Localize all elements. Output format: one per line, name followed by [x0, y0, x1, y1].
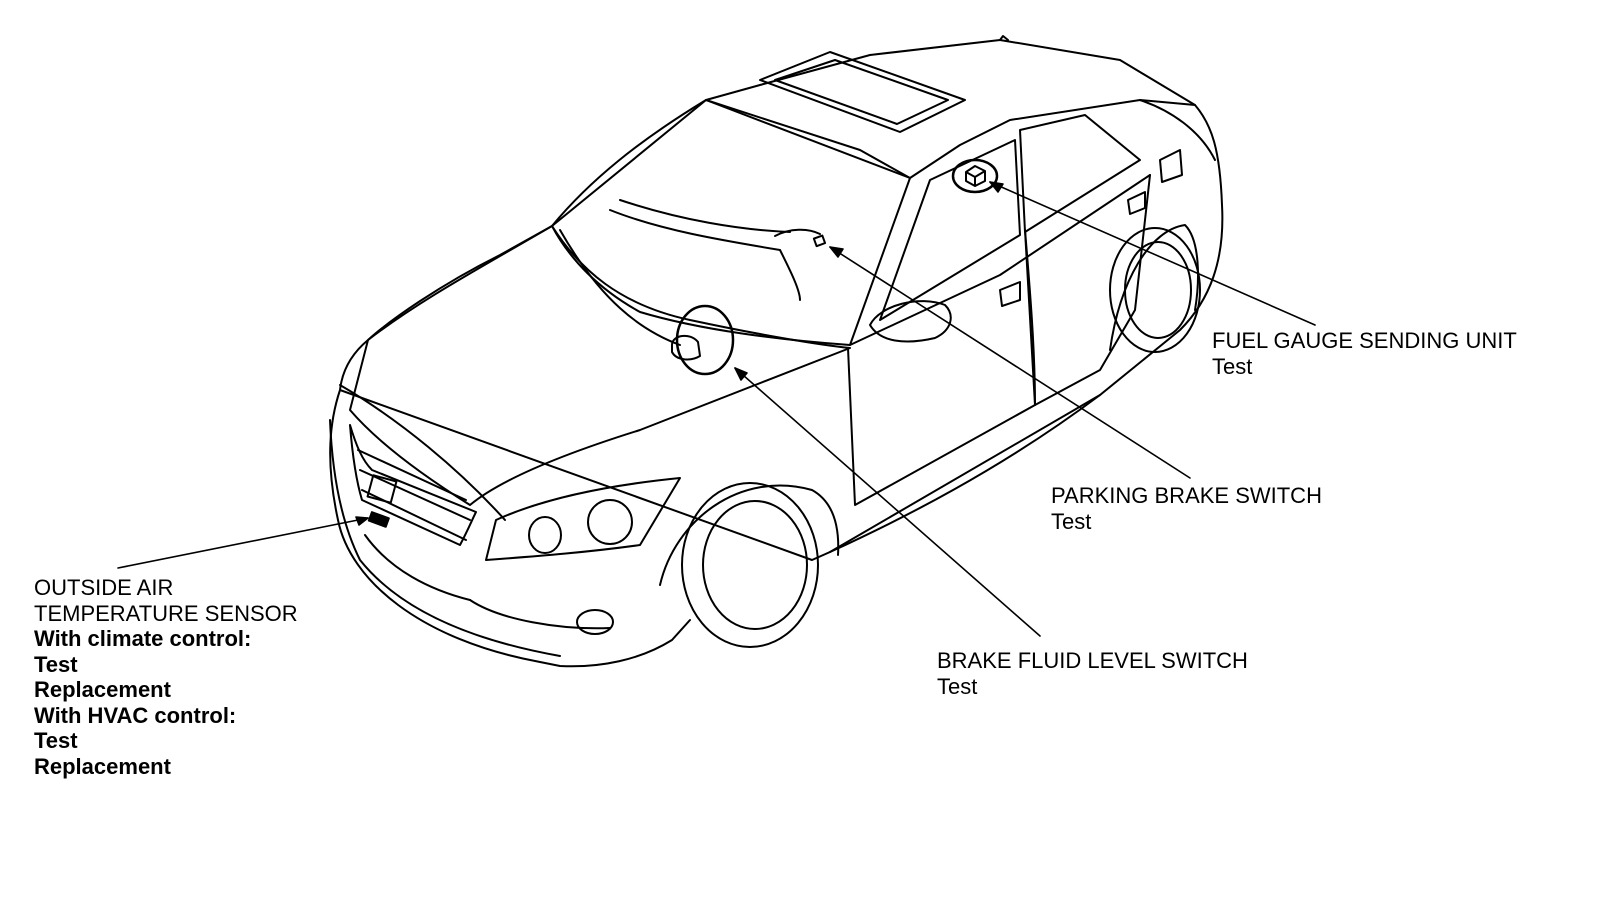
oats-hvac-replacement-link[interactable]: Replacement [34, 753, 171, 779]
front-bumper [329, 419, 561, 657]
front-window [879, 139, 1021, 321]
headlight-lens-1 [528, 516, 562, 554]
parking-brake-switch-part [812, 234, 827, 248]
fuel-gauge-cube [965, 165, 986, 187]
component-name: FUEL GAUGE SENDING UNIT [1212, 328, 1517, 353]
side-sill [829, 394, 1101, 553]
door-split [1024, 229, 1036, 406]
rear-door-handle [1127, 191, 1146, 215]
fog-light-housing [469, 599, 611, 630]
dash-top [619, 199, 791, 233]
side-mirror [869, 300, 952, 343]
parking-brake-lever [774, 228, 821, 237]
front-door-handle [999, 281, 1021, 307]
hood-crease-2 [559, 229, 681, 346]
roof-line [705, 99, 1196, 179]
callout-outside-air-temperature-sensor: OUTSIDE AIR TEMPERATURE SENSOR With clim… [34, 575, 298, 779]
brake-fluid-reservoir-body [675, 304, 735, 376]
beltline [849, 174, 1151, 346]
fuel-door [1159, 149, 1183, 183]
bfls-test-link[interactable]: Test [937, 673, 978, 699]
rear-wheel-arch [1109, 224, 1199, 351]
trunk-line [1139, 99, 1216, 161]
leader-oats [117, 517, 369, 569]
component-name-line: TEMPERATURE SENSOR [34, 600, 298, 626]
windshield [551, 99, 911, 346]
callout-parking-brake-switch: PARKING BRAKE SWITCH Test [1051, 483, 1322, 534]
hood-crease [339, 384, 506, 521]
oats-hvac-test-link[interactable]: Test [34, 728, 78, 753]
fog-light [576, 609, 614, 635]
fgsu-test-link[interactable]: Test [1212, 353, 1253, 379]
grille-bar-3 [361, 489, 467, 541]
sunroof-inner [774, 59, 949, 125]
arrow-fgsu [989, 181, 1004, 193]
leader-pbs [829, 246, 1191, 479]
group-heading-hvac: With HVAC control: [34, 702, 237, 728]
grille-bar-2 [359, 469, 471, 521]
front-rim [702, 500, 808, 630]
pbs-test-link[interactable]: Test [1051, 508, 1092, 534]
oats-climate-test-link[interactable]: Test [34, 651, 78, 677]
component-name: PARKING BRAKE SWITCH [1051, 483, 1322, 508]
front-wheel-arch [659, 484, 840, 586]
outside-air-temp-sensor-part [367, 511, 390, 528]
car-body-outline [329, 39, 1224, 668]
rear-tire [1109, 227, 1201, 353]
sunroof [759, 51, 966, 133]
hood-outline [349, 225, 851, 506]
oats-climate-replacement-link[interactable]: Replacement [34, 677, 171, 702]
headlight [485, 477, 681, 561]
brake-fluid-reservoir-cap [671, 334, 701, 361]
grille-bar-1 [357, 449, 467, 501]
dashboard-line [609, 209, 801, 301]
lower-intake [364, 534, 471, 601]
arrow-bfls [734, 367, 748, 381]
rear-rim [1124, 241, 1192, 339]
leader-lines [117, 181, 1316, 637]
front-tire [681, 482, 819, 648]
rear-window [1019, 114, 1141, 233]
rear-door [1034, 174, 1151, 406]
leader-bfls [734, 367, 1041, 637]
group-heading-climate: With climate control: [34, 626, 252, 651]
emblem [366, 474, 398, 504]
component-name-line: OUTSIDE AIR [34, 575, 174, 600]
headlight-lens-2 [587, 499, 633, 545]
antenna [999, 35, 1009, 41]
arrow-oats [355, 516, 369, 526]
front-door [847, 229, 1036, 506]
grille [349, 424, 477, 546]
leader-fgsu [989, 181, 1316, 326]
component-name: BRAKE FLUID LEVEL SWITCH [937, 648, 1248, 673]
fuel-gauge-circle [951, 158, 999, 194]
callout-fuel-gauge-sending-unit: FUEL GAUGE SENDING UNIT Test [1212, 328, 1517, 379]
callout-brake-fluid-level-switch: BRAKE FLUID LEVEL SWITCH Test [937, 648, 1248, 699]
arrow-pbs [829, 246, 844, 258]
